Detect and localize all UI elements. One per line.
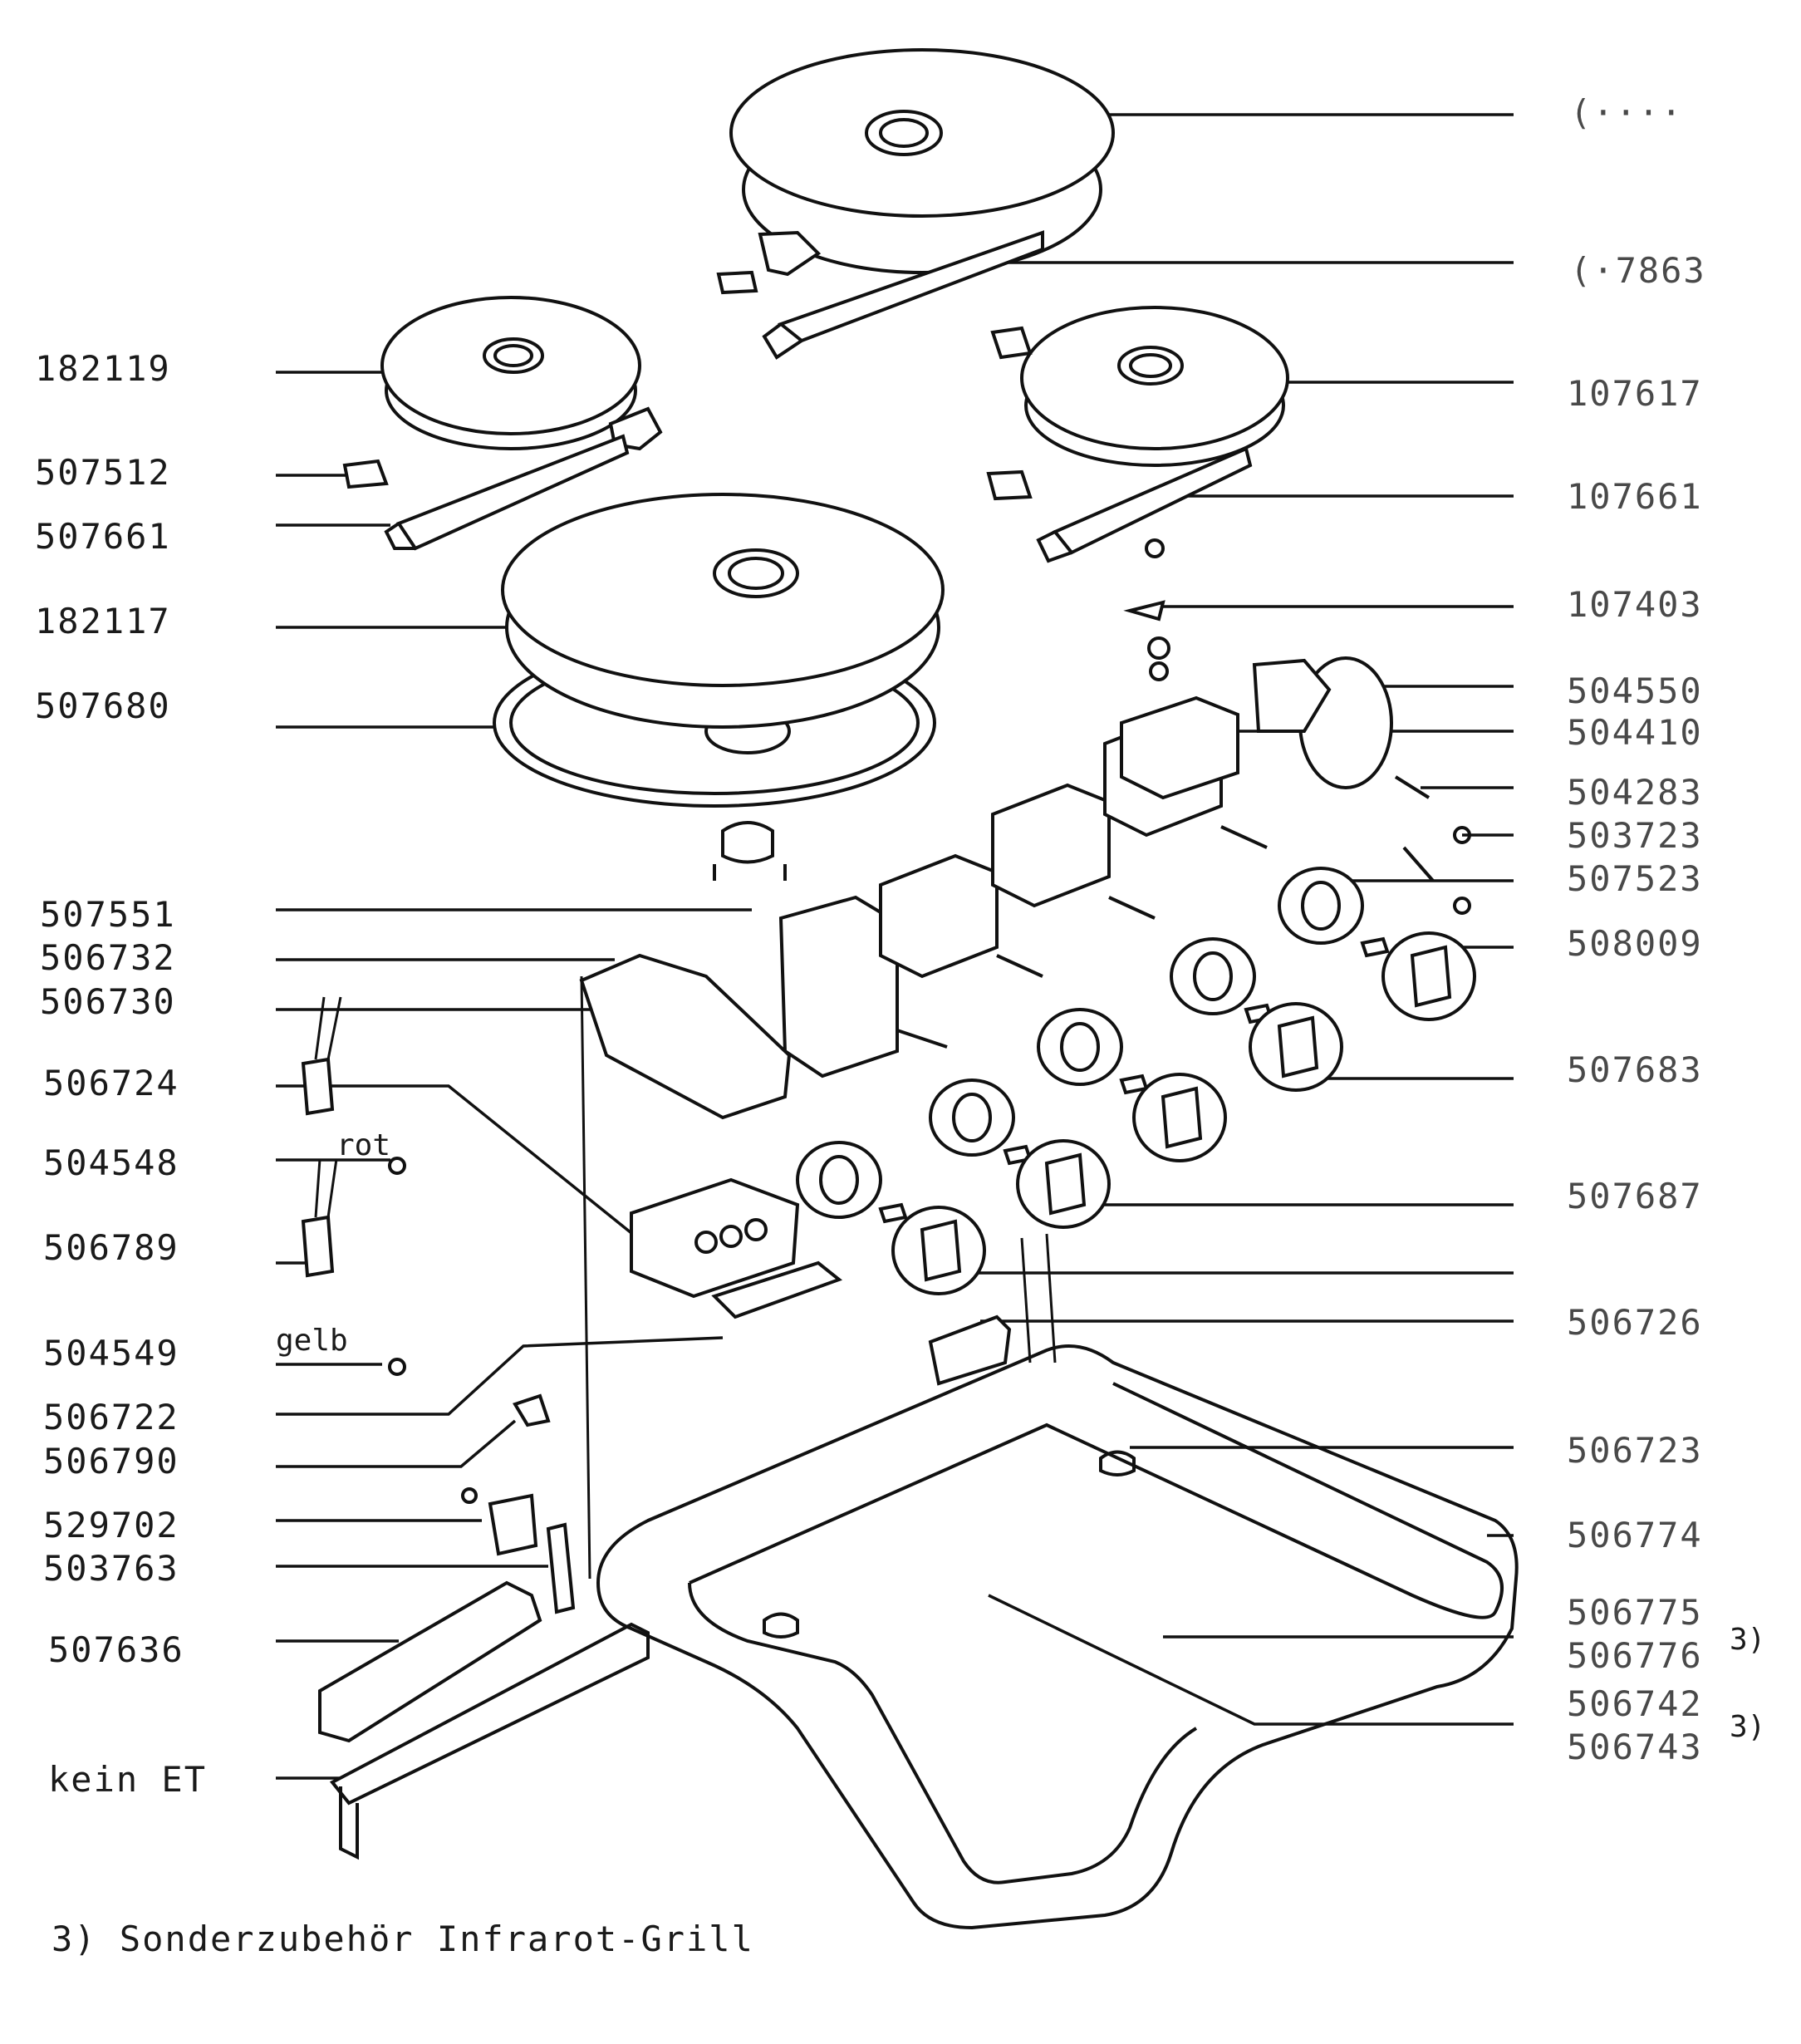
footnote-text: 3) Sonderzubehör Infrarot-Grill [52,1919,754,1959]
leader-lines-left [276,371,752,1780]
part-label-506722: 506722 [43,1397,179,1437]
part-label-right-6: 504550 [1567,671,1703,711]
wire-label-rot: rot [336,1128,390,1162]
part-label-182117: 182117 [35,601,171,641]
part-label-506732: 506732 [40,937,176,978]
wire-label-gelb: gelb [276,1324,348,1358]
part-label-right-14: 506726 [1567,1302,1703,1343]
part-label-506789: 506789 [43,1227,179,1268]
part-label-507512: 507512 [35,452,171,493]
hotplate-small-left [342,296,663,551]
part-label-right-18: 506776 [1567,1635,1703,1676]
part-label-right-19: 506742 [1567,1683,1703,1724]
part-label-right-9: 503723 [1567,815,1703,856]
part-label-right-4: 107661 [1567,476,1703,517]
part-label-503763: 503763 [43,1548,179,1589]
part-label-182119: 182119 [35,348,171,389]
part-label-right-15: 506723 [1567,1430,1703,1471]
part-label-right-16: 506774 [1567,1515,1703,1555]
part-label-506790: 506790 [43,1441,179,1481]
part-label-right-3: 107617 [1567,373,1703,414]
part-label-507680: 507680 [35,685,171,726]
part-label-right-10: 507523 [1567,858,1703,899]
part-label-kein-et: kein ET [48,1759,207,1800]
part-label-504548: 504548 [43,1142,179,1183]
part-label-507551: 507551 [40,894,176,935]
part-label-right-12: 507683 [1567,1049,1703,1090]
part-label-right-1: (···· [1570,92,1683,133]
part-label-506730: 506730 [40,981,176,1022]
infrared-grill-element [596,1233,1519,1930]
part-label-right-20: 506743 [1567,1727,1703,1767]
part-label-right-5: 107403 [1567,584,1703,625]
footnote-mark-1: 3) [1730,1623,1765,1657]
terminal-blocks [301,953,843,1860]
part-label-507636: 507636 [48,1629,184,1670]
part-label-506724: 506724 [43,1063,179,1103]
part-label-right-11: 508009 [1567,923,1703,964]
part-label-right-17: 506775 [1567,1592,1703,1633]
part-label-right-2: (·7863 [1570,250,1706,291]
hotplate-small-right [986,306,1289,563]
hotplate-center [493,493,945,808]
knobs-and-rosettes [796,867,1476,1295]
part-label-right-13: 507687 [1567,1176,1703,1216]
part-label-507661: 507661 [35,516,171,557]
part-label-529702: 529702 [43,1505,179,1545]
part-label-right-8: 504283 [1567,772,1703,813]
hotplate-large-top [716,48,1115,360]
part-label-504549: 504549 [43,1333,179,1373]
switch-assembly [713,538,1471,1079]
part-label-right-7: 504410 [1567,712,1703,753]
footnote-mark-2: 3) [1730,1710,1765,1744]
